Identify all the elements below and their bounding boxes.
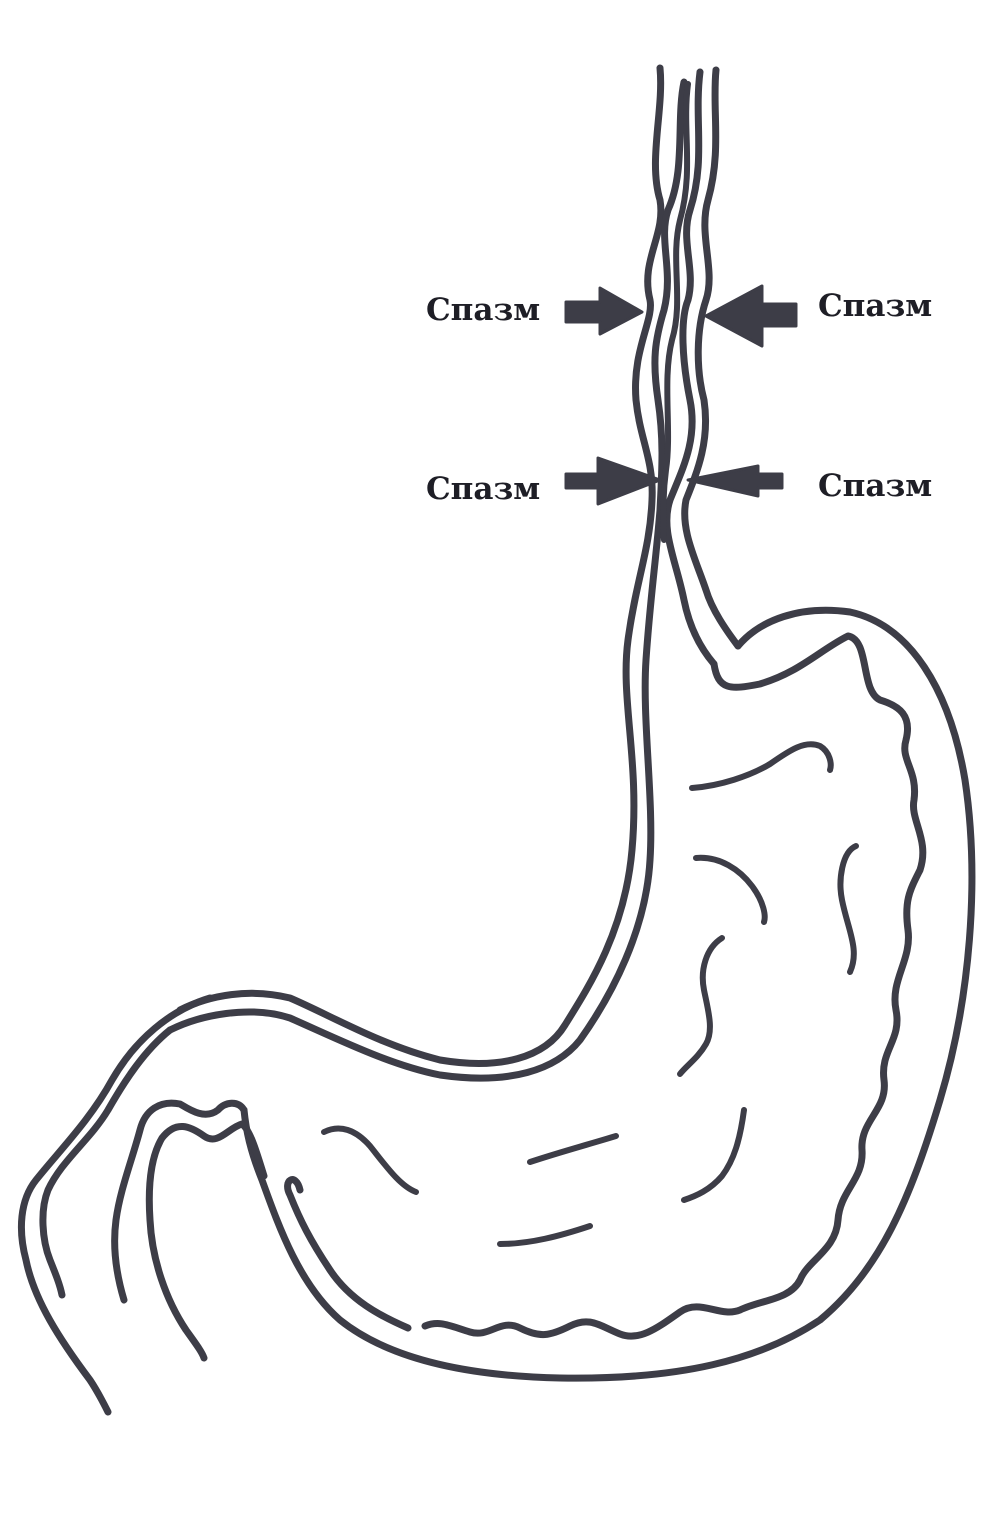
fold <box>693 854 768 925</box>
spasm-label-upper-right: Спазм <box>818 288 932 324</box>
esophagus-outer-left-wall <box>176 64 665 1067</box>
stomach-lower-inner-wall <box>284 1176 412 1332</box>
stomach-inner-wall <box>421 632 927 1340</box>
spasm-label-upper-left: Спазм <box>426 292 540 328</box>
fold <box>321 1125 419 1195</box>
spasm-arrow-lower-right <box>686 464 784 498</box>
esophagus-outer-right-wall <box>681 66 742 650</box>
fold <box>837 843 859 975</box>
arrow-shape <box>564 286 644 336</box>
duodenum-outer-upper <box>17 994 214 1416</box>
esophagus-middle-strand <box>660 81 691 543</box>
fold <box>681 1107 747 1203</box>
stomach-folds <box>321 741 859 1247</box>
duodenum-lower-inner <box>145 1120 268 1362</box>
spasm-label-lower-left: Спазм <box>426 471 540 507</box>
duodenum-lower-upper <box>111 1099 248 1304</box>
esophagus-inner-left-wall <box>166 78 688 1082</box>
stomach-outer-wall <box>240 606 976 1382</box>
esophagus <box>166 64 742 1082</box>
spasm-arrows <box>564 284 798 506</box>
duodenum <box>17 994 268 1416</box>
arrow-shape <box>686 464 784 498</box>
stomach <box>240 606 976 1382</box>
spasm-label-lower-right: Спазм <box>818 468 932 504</box>
arrow-shape <box>704 284 798 348</box>
fold <box>677 935 725 1077</box>
arrow-shape <box>564 456 662 506</box>
spasm-arrow-upper-right <box>704 284 798 348</box>
spasm-labels: Спазм Спазм Спазм Спазм <box>426 288 932 507</box>
spasm-arrow-upper-left <box>564 286 644 336</box>
esophagus-inner-right-wall <box>663 68 718 668</box>
fold <box>527 1133 619 1165</box>
fold <box>497 1223 593 1247</box>
fold <box>689 741 834 791</box>
spasm-arrow-lower-left <box>564 456 662 506</box>
duodenum-outer-inner <box>39 1026 174 1299</box>
